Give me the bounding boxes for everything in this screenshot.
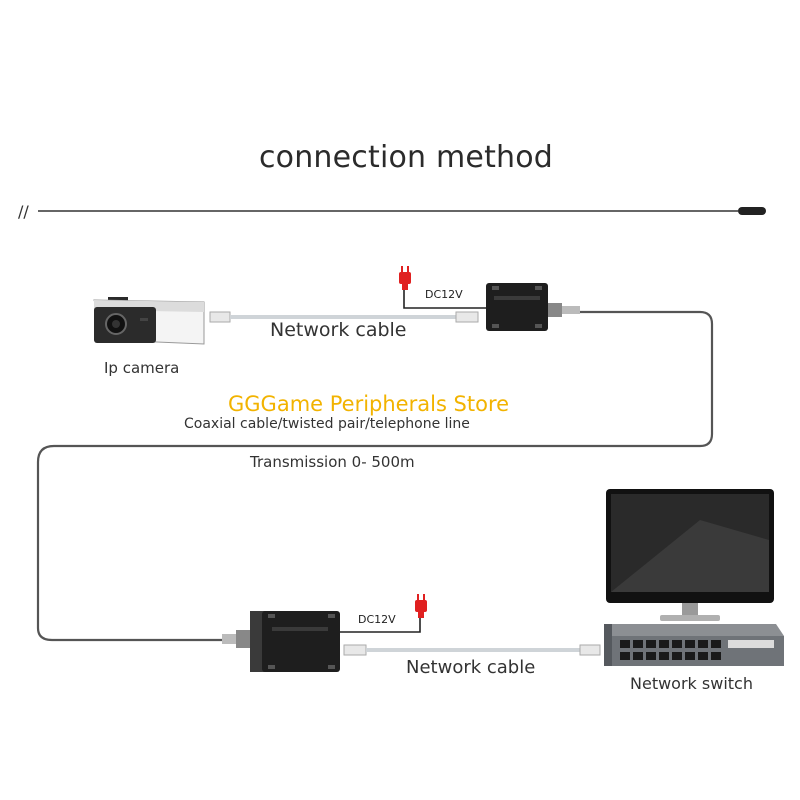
network-cable-top-icon [209,311,479,323]
network-switch-icon [604,624,784,666]
divider-end-cap [738,207,766,215]
power-plug-bottom-icon [340,594,427,633]
power-bottom-label: DC12V [358,613,396,626]
network-cable-bottom-label: Network cable [406,657,536,678]
transmission-label: Transmission 0- 500m [250,453,415,471]
extender-bottom-icon [222,611,340,672]
coax-label: Coaxial cable/twisted pair/telephone lin… [184,416,470,432]
power-plug-top-icon [399,266,488,309]
diagram-title: connection method [258,140,554,175]
network-switch-label: Network switch [630,674,753,693]
store-watermark: GGGame Peripherals Store [228,392,510,416]
divider-mark: // [18,202,29,221]
coax-cable [36,310,714,642]
power-top-label: DC12V [425,288,463,301]
network-cable-bottom-icon [343,644,601,656]
monitor-icon [606,489,774,621]
ip-camera-label: Ip camera [104,359,180,377]
ip-camera-icon [93,297,205,345]
network-cable-top-label: Network cable [270,319,407,341]
extender-top-icon [486,283,580,331]
